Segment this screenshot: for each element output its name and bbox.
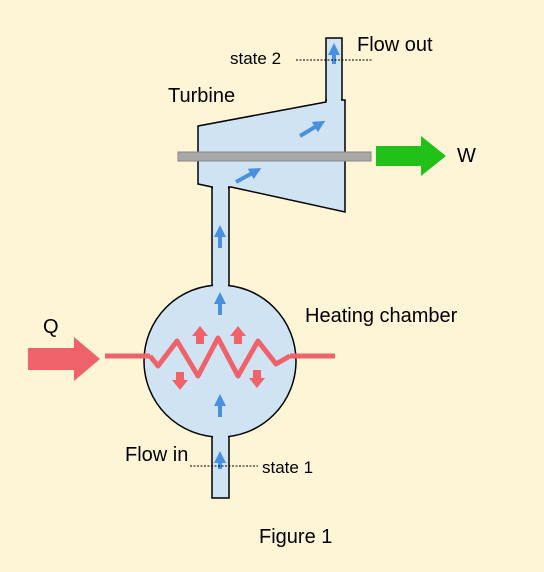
turbine-label: Turbine (168, 85, 236, 107)
flow-arrow (235, 168, 262, 184)
flow-out-label: Flow out (357, 34, 433, 56)
flow-arrows (214, 43, 340, 469)
heat-arrow-down (249, 370, 265, 388)
flow-in-label: Flow in (125, 444, 189, 466)
flow-arrow (298, 120, 326, 138)
heater-coil (148, 335, 292, 379)
heat-label: Q (43, 316, 59, 338)
heat-arrow-up (230, 326, 246, 344)
turbine-shaft (177, 151, 372, 162)
heat-arrow-down (172, 372, 188, 390)
heat-arrow-up (192, 326, 208, 344)
work-label: W (457, 145, 476, 167)
work-arrow (376, 136, 446, 176)
figure-caption: Figure 1 (259, 526, 333, 548)
heat-arrows (172, 326, 265, 390)
state-1-label: state 1 (262, 458, 314, 477)
heating-chamber-label: Heating chamber (305, 305, 458, 327)
state-2-label: state 2 (230, 49, 282, 68)
heat-arrow (28, 337, 100, 381)
